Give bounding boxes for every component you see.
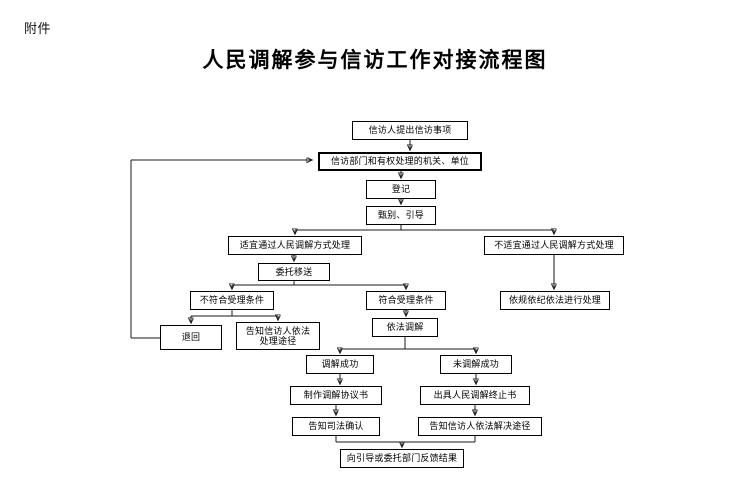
node-label: 甄别、引导 <box>377 210 424 221</box>
node-handle-by-regulation[interactable]: 依规依纪依法进行处理 <box>500 291 610 310</box>
node-label: 退回 <box>181 332 201 343</box>
node-label: 调解成功 <box>321 359 359 370</box>
node-meeting-acceptance[interactable]: 符合受理条件 <box>366 291 446 310</box>
node-label: 依规依纪依法进行处理 <box>508 295 601 306</box>
node-label: 未调解成功 <box>452 359 499 370</box>
page-title: 人民调解参与信访工作对接流程图 <box>202 48 548 72</box>
node-label: 依法调解 <box>386 322 424 333</box>
node-label: 告知信访人依法解决途径 <box>429 421 531 432</box>
node-label: 符合受理条件 <box>378 295 434 306</box>
node-label: 登记 <box>391 184 411 195</box>
node-label: 信访部门和有权处理的机关、单位 <box>330 156 469 167</box>
node-registration[interactable]: 登记 <box>366 180 436 199</box>
node-label: 不适宜通过人民调解方式处理 <box>494 240 614 251</box>
node-label: 告知司法确认 <box>308 421 364 432</box>
node-label: 不符合受理条件 <box>199 295 265 306</box>
node-label: 告知信访人依法 处理途径 <box>245 325 311 346</box>
node-label: 出具人民调解终止书 <box>433 390 517 401</box>
node-petition-raised[interactable]: 信访人提出信访事项 <box>352 121 468 140</box>
node-inform-legal-channel[interactable]: 告知信访人依法 处理途径 <box>236 322 320 350</box>
attachment-label: 附件 <box>24 22 52 37</box>
node-issue-termination[interactable]: 出具人民调解终止书 <box>420 386 530 405</box>
node-not-meeting-acceptance[interactable]: 不符合受理条件 <box>190 291 274 310</box>
node-suitable-for-mediation[interactable]: 适宜通过人民调解方式处理 <box>228 236 362 255</box>
node-label: 适宜通过人民调解方式处理 <box>239 240 351 251</box>
node-label: 委托移送 <box>275 266 313 277</box>
node-label: 制作调解协议书 <box>303 390 369 401</box>
node-draft-agreement[interactable]: 制作调解协议书 <box>290 386 382 405</box>
node-screening-guidance[interactable]: 甄别、引导 <box>366 206 436 225</box>
node-inform-lawful-resolution[interactable]: 告知信访人依法解决途径 <box>418 417 542 436</box>
node-return[interactable]: 退回 <box>160 325 222 350</box>
node-feedback-result[interactable]: 向引导或委托部门反馈结果 <box>340 449 464 468</box>
node-mediation-success[interactable]: 调解成功 <box>306 355 374 374</box>
node-label: 信访人提出信访事项 <box>368 125 452 136</box>
node-unsuitable-for-mediation[interactable]: 不适宜通过人民调解方式处理 <box>484 236 624 255</box>
node-petition-authority[interactable]: 信访部门和有权处理的机关、单位 <box>318 152 482 171</box>
node-label: 向引导或委托部门反馈结果 <box>346 453 458 464</box>
node-entrust-transfer[interactable]: 委托移送 <box>258 263 330 281</box>
node-lawful-mediation[interactable]: 依法调解 <box>372 318 438 337</box>
node-mediation-failed[interactable]: 未调解成功 <box>440 355 512 374</box>
node-inform-judicial-confirmation[interactable]: 告知司法确认 <box>292 417 380 436</box>
